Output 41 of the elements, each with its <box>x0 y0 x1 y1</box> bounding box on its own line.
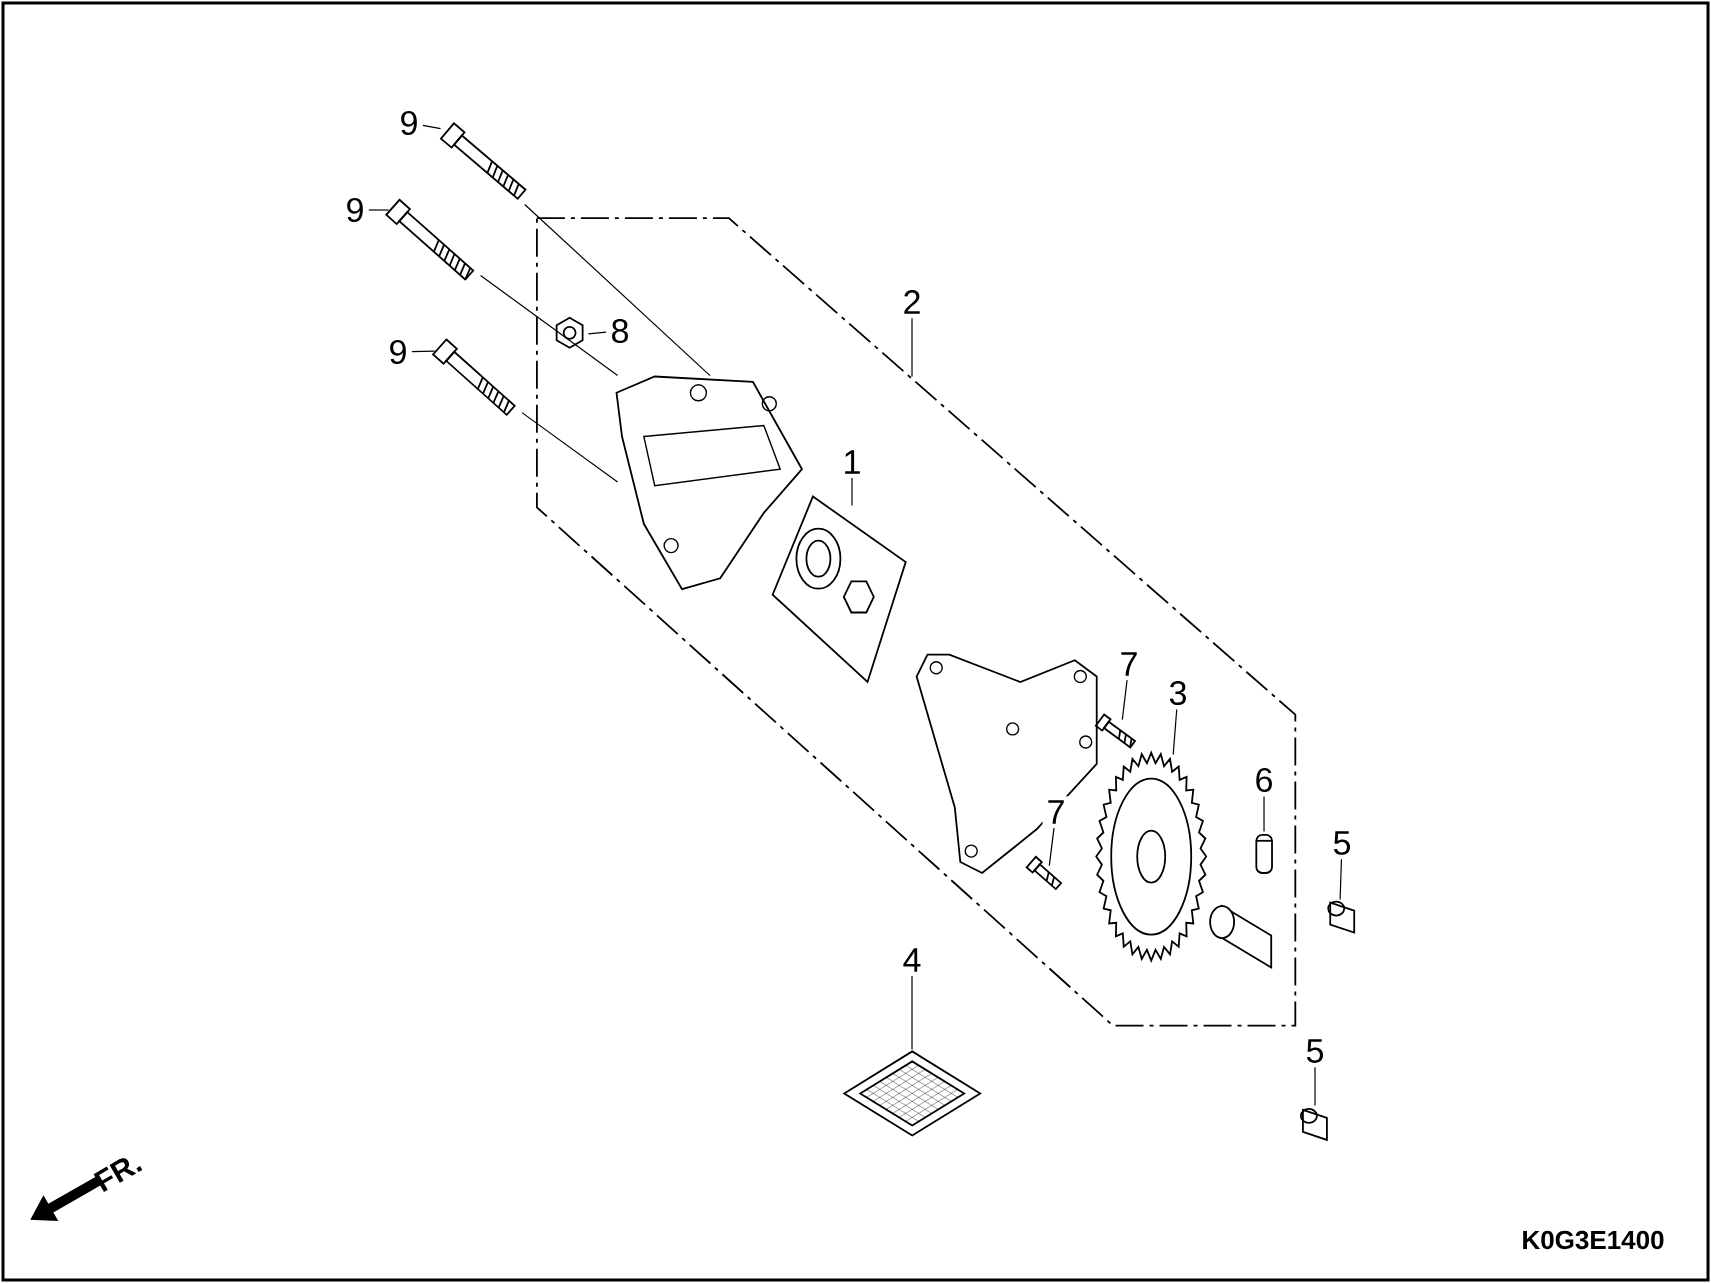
part-drawing <box>1025 855 1063 891</box>
leader-line <box>1121 679 1128 721</box>
part-drawing <box>1095 750 1208 964</box>
leader-line <box>521 412 619 483</box>
leader-line <box>368 209 390 211</box>
callout-number: 5 <box>1301 1035 1329 1067</box>
callout-number: 1 <box>838 446 866 478</box>
callout-number: 9 <box>384 335 412 369</box>
part-drawing <box>1094 713 1137 749</box>
direction-label: FR. <box>93 1158 143 1192</box>
callout-number: 7 <box>1042 796 1070 828</box>
leader-line <box>1048 827 1055 867</box>
figure-code: K0G3E1400 <box>1523 1230 1664 1250</box>
leader-line <box>422 124 442 130</box>
pump-body-drawing <box>615 375 804 591</box>
leader-line <box>1314 1066 1316 1107</box>
callout-number: 9 <box>341 193 369 227</box>
part-drawing <box>771 495 907 684</box>
leader-line <box>587 331 607 335</box>
part-drawing <box>1300 1108 1328 1142</box>
leader-line <box>1263 795 1265 833</box>
leader-line <box>1339 858 1343 901</box>
leader-line <box>911 975 913 1051</box>
leader-line <box>480 274 619 377</box>
callout-number: 6 <box>1250 763 1278 797</box>
leader-line <box>1172 708 1178 756</box>
leader-line <box>911 317 913 378</box>
callout-number: 8 <box>606 314 634 348</box>
callout-number: 4 <box>898 944 926 976</box>
callout-number: 5 <box>1328 827 1356 859</box>
callout-number: 3 <box>1164 676 1192 710</box>
part-drawing <box>1327 900 1356 934</box>
part-drawing <box>555 316 584 349</box>
leader-line <box>411 350 436 353</box>
leader-line <box>851 477 853 507</box>
callout-number: 9 <box>395 106 423 140</box>
leader-line <box>524 203 711 377</box>
part-drawing <box>1255 833 1273 874</box>
callout-number: 7 <box>1115 648 1143 680</box>
kit-outline <box>536 217 1297 1027</box>
callout-number: 2 <box>898 286 926 318</box>
